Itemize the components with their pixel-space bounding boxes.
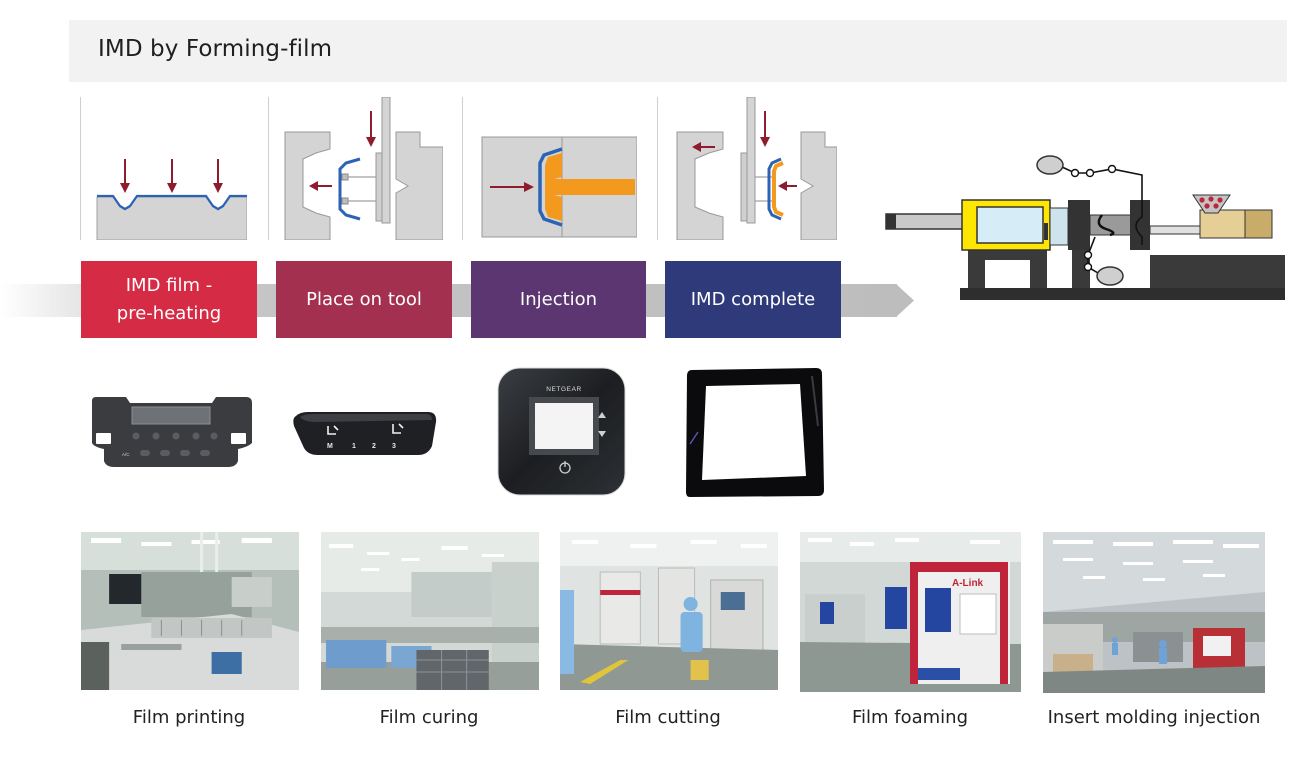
film-cutting-photo: [560, 532, 778, 690]
step-label: IMD film -: [125, 274, 213, 296]
step-film-preheating: IMD film - pre-heating: [81, 261, 257, 338]
product-marking: M: [327, 443, 333, 450]
step-label: Injection: [519, 288, 598, 310]
oval-gauge-icon: [1036, 155, 1064, 175]
step-injection: Injection: [471, 261, 646, 338]
mobile-hotspot-cover-icon: NETGEAR: [497, 367, 626, 496]
oval-gauge-icon: [1096, 266, 1124, 286]
brand-logo: NETGEAR: [546, 386, 582, 393]
up-icon: [598, 412, 606, 418]
step-label: pre-heating: [116, 302, 222, 324]
seat-control-panel-icon: M 1 2 3: [293, 412, 437, 455]
product-marking: 2: [372, 443, 376, 450]
film-printing-photo: [81, 532, 299, 690]
page-title: IMD by Forming-film: [98, 36, 333, 62]
climate-control-panel-icon: A/C: [92, 397, 252, 467]
product-marking: 3: [392, 443, 396, 450]
photo-caption: Film curing: [379, 707, 479, 728]
injection-diagram-icon: [462, 97, 637, 240]
heating-arrows: [120, 159, 223, 193]
seat-icon: [327, 425, 339, 435]
injection-arrow: [490, 182, 534, 192]
machine-signage: A-Link: [952, 578, 984, 589]
step-label: Place on tool: [306, 288, 422, 310]
film-preheating-diagram-icon: [80, 97, 247, 240]
control-cable: [1061, 166, 1143, 274]
injection-molding-machine-icon: [885, 155, 1285, 300]
down-icon: [598, 431, 606, 437]
step-imd-complete: IMD complete: [665, 261, 841, 338]
product-marking: 1: [352, 443, 356, 450]
arrow-head-icon: [896, 284, 914, 317]
release-arrows: [692, 111, 797, 191]
film-foaming-photo: A-Link: [800, 532, 1021, 692]
product-marking: A/C: [122, 452, 130, 457]
photo-caption: Film printing: [132, 707, 246, 728]
film-curing-photo: [321, 532, 539, 690]
insert-molding-photo: [1043, 532, 1265, 693]
step-place-on-tool: Place on tool: [276, 261, 452, 338]
photo-caption: Film foaming: [851, 707, 969, 728]
title-bar: IMD by Forming-film: [69, 20, 1287, 82]
display-frame-lens-icon: [686, 368, 824, 497]
step-label: IMD complete: [690, 288, 816, 310]
photo-caption: Insert molding injection: [1047, 707, 1261, 728]
seat-icon: [392, 423, 404, 434]
photo-caption: Film cutting: [615, 707, 721, 728]
mold-open-diagram-icon: [657, 97, 837, 240]
motion-arrows: [309, 111, 376, 191]
film-placement-diagram-icon: [268, 97, 443, 240]
